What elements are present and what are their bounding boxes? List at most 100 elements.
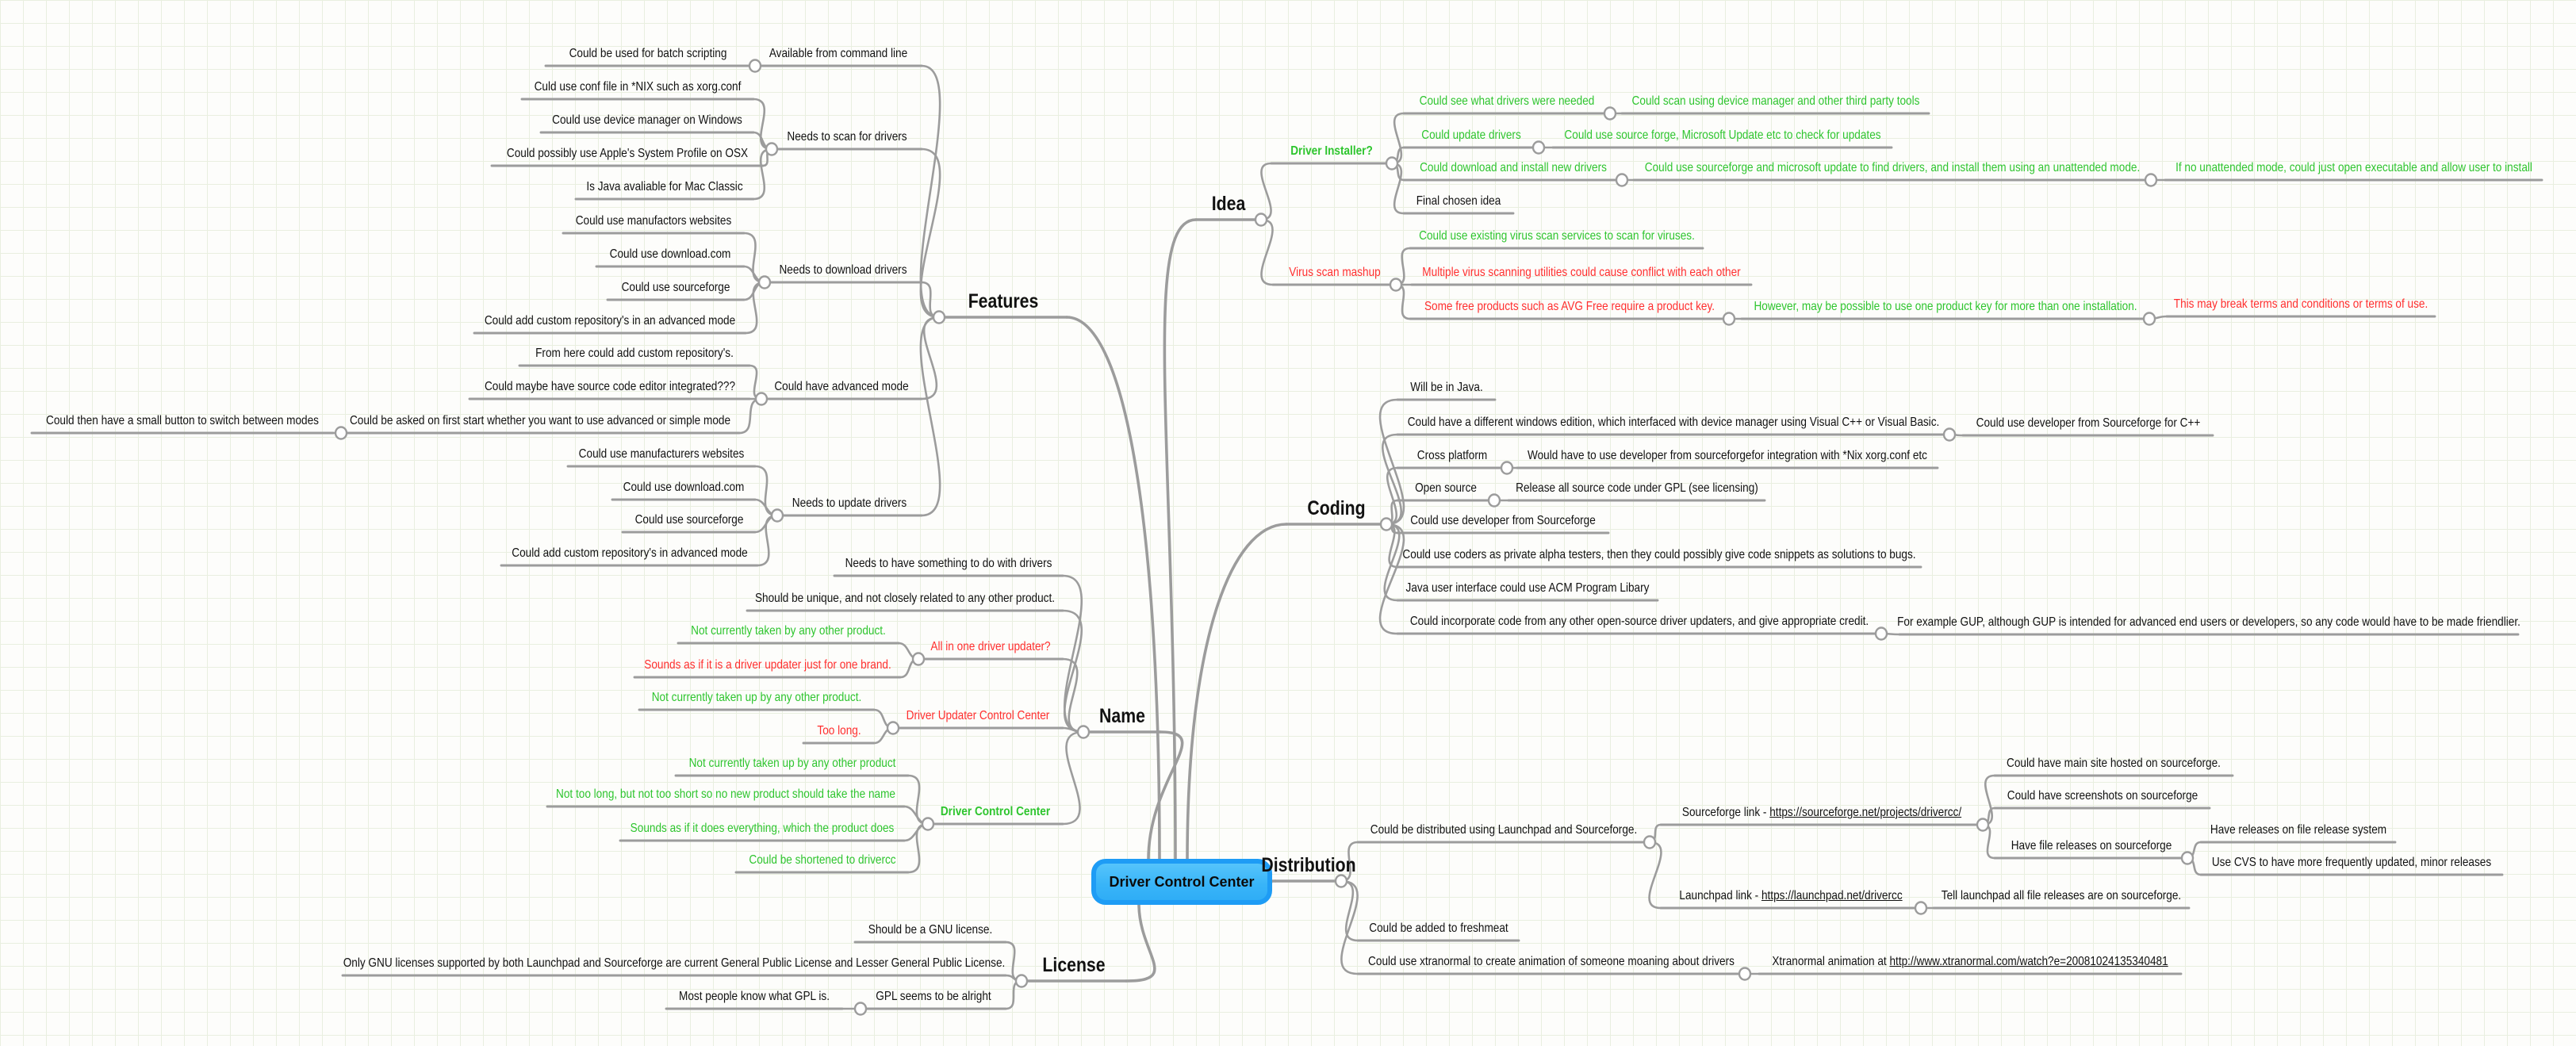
node-n2[interactable]: Should be unique, and not closely relate…: [754, 592, 1056, 605]
node-i1[interactable]: Driver Installer?: [1290, 144, 1373, 158]
node-c8a[interactable]: For example GUP, although GUP is intende…: [1897, 615, 2520, 629]
node-idea[interactable]: Idea: [1211, 193, 1246, 215]
fold-circle-d3[interactable]: [1738, 967, 1752, 981]
node-features[interactable]: Features: [968, 290, 1038, 312]
fold-circle-i2[interactable]: [1389, 278, 1403, 292]
node-f5[interactable]: Needs to update drivers: [792, 496, 907, 510]
node-c6[interactable]: Could use coders as private alpha tester…: [1402, 548, 1916, 561]
fold-circle-i1c1[interactable]: [2144, 173, 2158, 187]
fold-circle-f2[interactable]: [765, 142, 779, 156]
fold-circle-f4[interactable]: [754, 392, 769, 406]
fold-circle-f5[interactable]: [770, 508, 784, 523]
root-node[interactable]: Driver Control Center: [1091, 859, 1272, 905]
node-i1b1[interactable]: Could use source forge, Microsoft Update…: [1563, 128, 1881, 142]
node-d3[interactable]: Could use xtranormal to create animation…: [1368, 955, 1735, 968]
fold-circle-idea[interactable]: [1254, 213, 1268, 227]
fold-circle-c4[interactable]: [1487, 493, 1501, 508]
node-i1d[interactable]: Final chosen idea: [1416, 194, 1501, 208]
node-n4a[interactable]: Not currently taken up by any other prod…: [651, 691, 862, 704]
node-c2[interactable]: Could have a different windows edition, …: [1407, 416, 1940, 429]
node-coding[interactable]: Coding: [1307, 497, 1366, 519]
fold-circle-d1a3[interactable]: [2180, 851, 2195, 865]
node-l3[interactable]: GPL seems to be alright: [875, 990, 991, 1003]
node-f3b[interactable]: Could use download.com: [609, 247, 731, 261]
node-i1c[interactable]: Could download and install new drivers: [1419, 161, 1607, 174]
node-f3a[interactable]: Could use manufactors websites: [575, 214, 732, 228]
node-l1[interactable]: Should be a GNU license.: [868, 923, 993, 937]
node-i2c[interactable]: Some free products such as AVG Free requ…: [1424, 300, 1715, 313]
fold-circle-name[interactable]: [1076, 725, 1091, 739]
fold-circle-d1[interactable]: [1643, 835, 1657, 849]
node-d1b1[interactable]: Tell launchpad all file releases are on …: [1941, 889, 2182, 902]
fold-circle-i2c[interactable]: [1722, 312, 1736, 326]
node-n5a[interactable]: Not currently taken up by any other prod…: [688, 757, 895, 770]
node-d3a-link[interactable]: http://www.xtranormal.com/watch?e=200810…: [1889, 955, 2168, 968]
node-i2a[interactable]: Could use existing virus scan services t…: [1418, 229, 1695, 243]
node-i2b[interactable]: Multiple virus scanning utilities could …: [1422, 266, 1741, 279]
node-l3a[interactable]: Most people know what GPL is.: [679, 990, 830, 1003]
node-f5a[interactable]: Could use manufacturers websites: [578, 447, 745, 461]
node-f4b[interactable]: Could maybe have source code editor inte…: [484, 380, 735, 393]
node-n1[interactable]: Needs to have something to do with drive…: [845, 557, 1052, 570]
node-f5c[interactable]: Could use sourceforge: [634, 513, 743, 527]
fold-circle-d1b[interactable]: [1914, 901, 1928, 915]
node-n5b[interactable]: Not too long, but not too short so no ne…: [556, 787, 895, 801]
node-i2c1[interactable]: However, may be possible to use one prod…: [1754, 300, 2137, 313]
node-d1a2[interactable]: Could have screenshots on sourceforge: [2007, 789, 2198, 803]
node-n5[interactable]: Driver Control Center: [940, 805, 1051, 818]
fold-circle-d1a[interactable]: [1976, 818, 1990, 832]
node-f2[interactable]: Needs to scan for drivers: [786, 130, 907, 144]
node-d1a[interactable]: Sourceforge link - https://sourceforge.n…: [1682, 807, 1961, 819]
fold-circle-i1b[interactable]: [1531, 140, 1546, 155]
node-f3c[interactable]: Could use sourceforge: [621, 281, 730, 294]
node-d1b-link[interactable]: https://launchpad.net/drivercc: [1761, 889, 1903, 902]
node-f2d[interactable]: Is Java avaliable for Mac Classic: [586, 180, 743, 193]
node-i1c1a[interactable]: If no unattended mode, could just open e…: [2175, 161, 2532, 174]
node-f4c1[interactable]: Could then have a small button to switch…: [46, 414, 319, 427]
node-d1a3[interactable]: Have file releases on sourceforge: [2011, 839, 2172, 853]
node-n3b[interactable]: Sounds as if it is a driver updater just…: [643, 658, 891, 672]
node-f3d[interactable]: Could add custom repository's in an adva…: [484, 314, 736, 328]
node-n3[interactable]: All in one driver updater?: [930, 640, 1051, 653]
node-l2[interactable]: Only GNU licenses supported by both Laun…: [343, 956, 1006, 970]
node-i2[interactable]: Virus scan mashup: [1288, 266, 1381, 279]
node-i1a[interactable]: Could see what drivers were needed: [1419, 94, 1595, 108]
node-d1[interactable]: Could be distributed using Launchpad and…: [1370, 823, 1638, 837]
node-c4a[interactable]: Release all source code under GPL (see l…: [1515, 481, 1758, 495]
node-f2a[interactable]: Culd use conf file in *NIX such as xorg.…: [534, 80, 742, 94]
fold-circle-f3[interactable]: [757, 275, 772, 289]
node-c3a[interactable]: Would have to use developer from sourcef…: [1528, 449, 1927, 462]
node-i1c1[interactable]: Could use sourceforge and microsoft upda…: [1644, 161, 2141, 174]
node-f1a[interactable]: Could be used for batch scripting: [569, 47, 727, 60]
node-c2a[interactable]: Could use developer from Sourceforge for…: [1976, 416, 2200, 430]
node-f4a[interactable]: From here could add custom repository's.: [535, 347, 734, 360]
node-f4[interactable]: Could have advanced mode: [774, 380, 909, 393]
node-d2[interactable]: Could be added to freshmeat: [1368, 921, 1508, 935]
node-f2c[interactable]: Could possibly use Apple's System Profil…: [506, 147, 749, 160]
fold-circle-f1[interactable]: [748, 59, 762, 73]
fold-circle-distribution[interactable]: [1334, 874, 1348, 888]
node-f5d[interactable]: Could add custom repository's in advance…: [511, 546, 748, 560]
fold-circle-i1a[interactable]: [1603, 106, 1617, 121]
node-i1a1[interactable]: Could scan using device manager and othe…: [1631, 94, 1919, 108]
node-i2c1a[interactable]: This may break terms and conditions or t…: [2173, 297, 2428, 311]
node-d3a[interactable]: Xtranormal animation at http://www.xtran…: [1772, 956, 2168, 968]
node-name[interactable]: Name: [1098, 705, 1145, 727]
node-d1a3a[interactable]: Have releases on file release system: [2210, 823, 2386, 837]
fold-circle-n4[interactable]: [886, 721, 900, 735]
node-c4[interactable]: Open source: [1415, 481, 1477, 495]
node-n5c[interactable]: Sounds as if it does everything, which t…: [630, 822, 895, 835]
fold-circle-i1[interactable]: [1385, 156, 1399, 171]
node-d1a-link[interactable]: https://sourceforge.net/projects/driverc…: [1769, 806, 1962, 819]
node-i1b[interactable]: Could update drivers: [1421, 128, 1521, 142]
fold-circle-n5[interactable]: [921, 817, 935, 831]
node-distribution[interactable]: Distribution: [1260, 854, 1356, 876]
node-c1[interactable]: Will be in Java.: [1409, 381, 1483, 394]
fold-circle-i1c[interactable]: [1615, 173, 1629, 187]
node-f5b[interactable]: Could use download.com: [623, 481, 745, 494]
node-d1a1[interactable]: Could have main site hosted on sourcefor…: [2007, 757, 2221, 770]
fold-circle-license[interactable]: [1014, 974, 1029, 988]
fold-circle-i2c1[interactable]: [2142, 312, 2156, 326]
node-d1b[interactable]: Launchpad link - https://launchpad.net/d…: [1679, 890, 1902, 902]
node-d1a3b[interactable]: Use CVS to have more frequently updated,…: [2211, 856, 2492, 869]
